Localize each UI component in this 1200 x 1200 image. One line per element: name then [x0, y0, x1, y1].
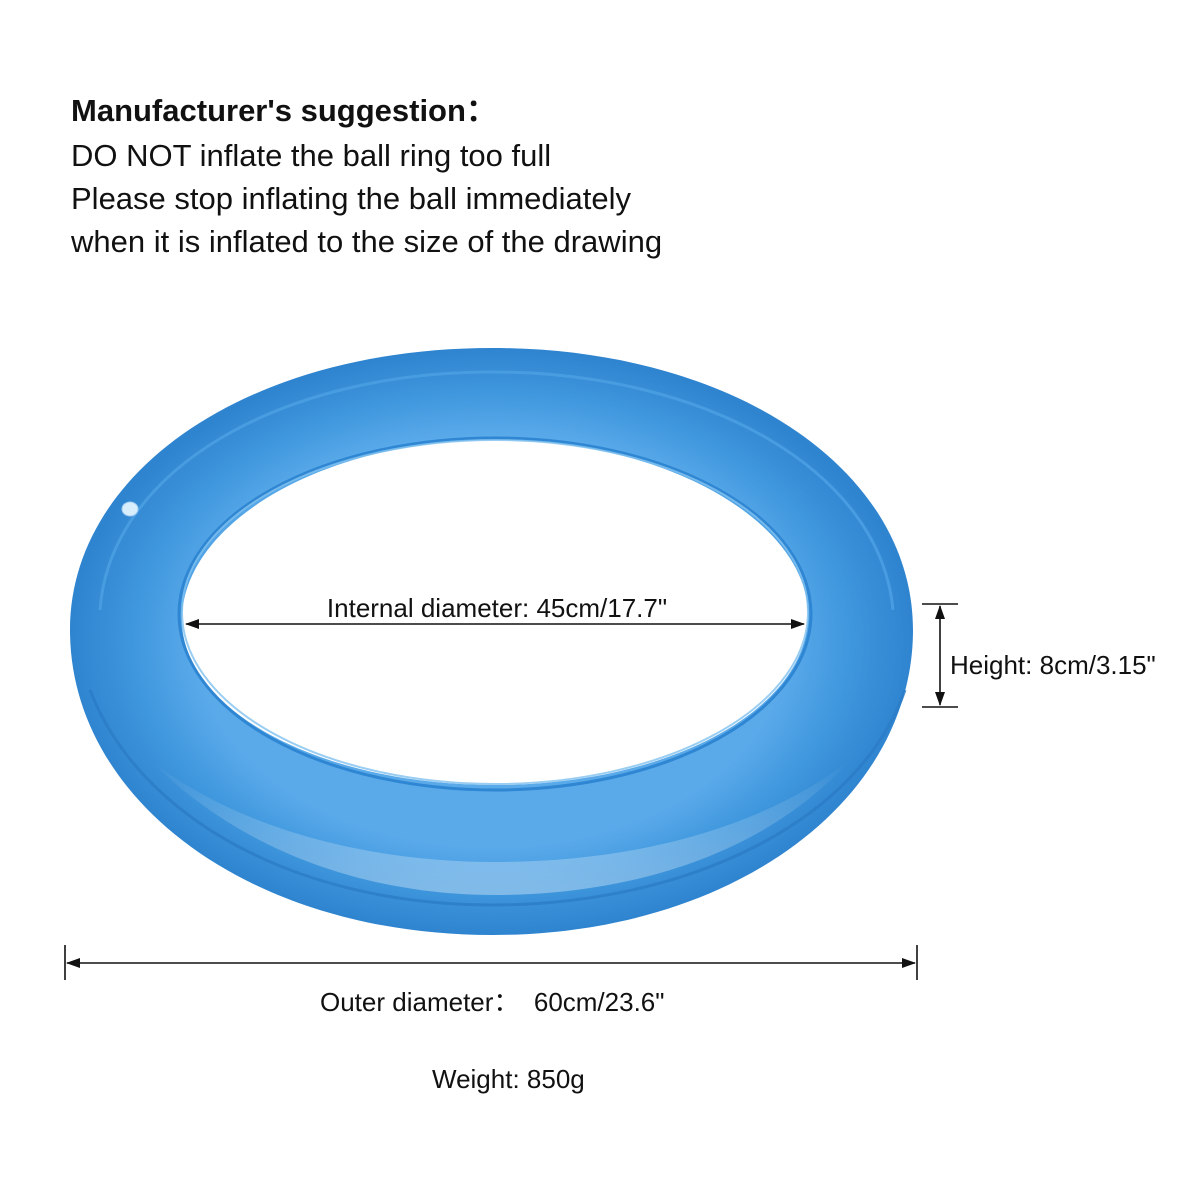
manufacturer-suggestion: Manufacturer's suggestion： DO NOT inflat…	[71, 88, 1071, 263]
ring-sheen	[150, 760, 850, 895]
weight-label: Weight: 850g	[432, 1064, 585, 1094]
suggestion-line-2: Please stop inflating the ball immediate…	[71, 181, 632, 216]
inflatable-ring	[70, 348, 913, 935]
height-label: Height: 8cm/3.15"	[950, 650, 1156, 680]
ring-seam-bottom	[88, 689, 907, 907]
valve-icon	[121, 501, 139, 517]
suggestion-line-1: DO NOT inflate the ball ring too full	[71, 138, 552, 173]
ring-inner-rim	[177, 436, 813, 792]
ring-body	[70, 348, 913, 935]
suggestion-line-3: when it is inflated to the size of the d…	[71, 224, 663, 259]
ring-seam-top	[98, 370, 895, 611]
ring-inner-edge	[181, 439, 809, 785]
outer-diameter-label: Outer diameter： 60cm/23.6"	[320, 987, 665, 1017]
suggestion-title: Manufacturer's suggestion：	[71, 93, 497, 128]
internal-diameter-label: Internal diameter: 45cm/17.7"	[327, 593, 667, 623]
